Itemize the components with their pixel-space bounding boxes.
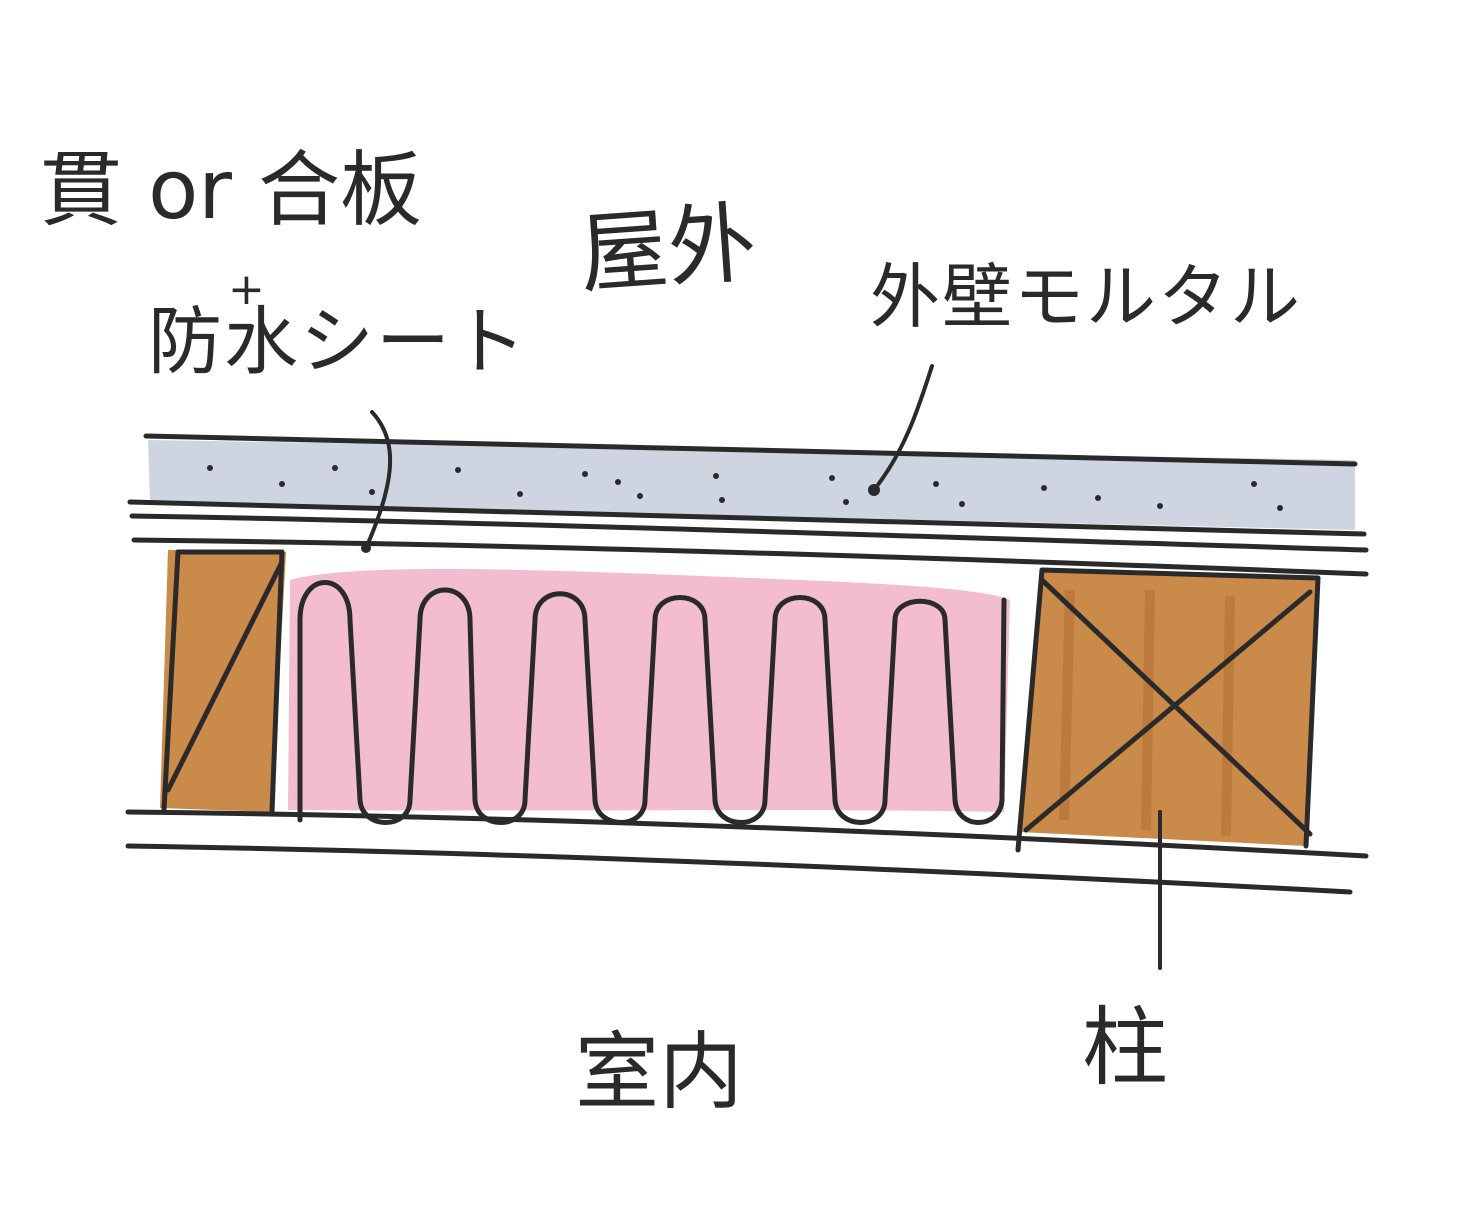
leader-mortar bbox=[872, 364, 934, 492]
mortar-aggregate-dots bbox=[207, 465, 1283, 511]
leader-lines bbox=[364, 364, 1162, 970]
label-sheathing: 貫 or 合板 bbox=[40, 143, 423, 238]
post-outline bbox=[1015, 567, 1321, 853]
left-stud-outline bbox=[161, 549, 285, 815]
exterior-layer-lines bbox=[127, 433, 1369, 577]
interior-layer-lines bbox=[125, 809, 1369, 895]
post-wood-grain bbox=[1059, 589, 1235, 837]
label-plus: + bbox=[228, 264, 265, 315]
label-waterproof-membrane: 防水シート bbox=[148, 299, 528, 385]
leader-mortar-dot bbox=[868, 484, 880, 496]
label-exterior-mortar: 外壁モルタル bbox=[870, 256, 1302, 338]
label-outdoor: 屋外 bbox=[576, 190, 760, 307]
mortar-layer bbox=[148, 440, 1355, 530]
label-post: 柱 bbox=[1082, 998, 1168, 1098]
leader-membrane-dot bbox=[361, 543, 371, 553]
label-indoor: 室内 bbox=[575, 1023, 744, 1121]
leader-membrane bbox=[364, 410, 393, 550]
insulation-squiggle bbox=[297, 580, 1007, 825]
